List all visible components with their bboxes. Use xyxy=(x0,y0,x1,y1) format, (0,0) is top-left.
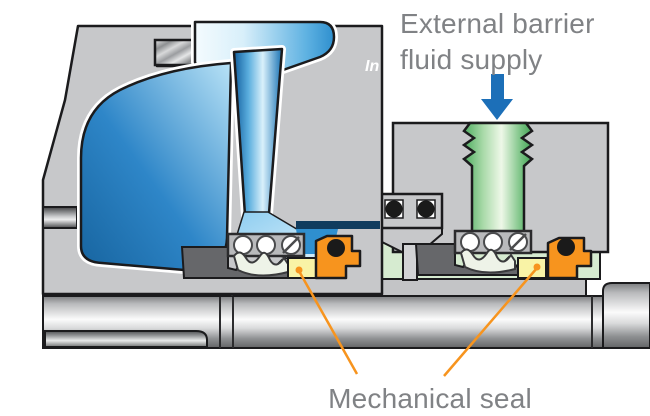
seal-collar xyxy=(402,243,418,281)
inboard-mechanical-seal xyxy=(180,232,362,280)
seal-bellows xyxy=(459,248,516,274)
shaft-end-step xyxy=(602,282,650,349)
o-ring xyxy=(385,200,403,218)
spring-pin xyxy=(282,236,300,254)
barrier-supply-label: External barrier fluid supply xyxy=(400,6,595,78)
barrier-supply-label-line2: fluid supply xyxy=(400,44,543,75)
outboard-mechanical-seal xyxy=(402,229,593,281)
seal-clamp xyxy=(314,234,362,280)
gland-flange xyxy=(376,192,444,230)
process-fluid xyxy=(77,18,380,276)
seal-spring xyxy=(483,232,503,252)
seal-spring xyxy=(256,235,276,255)
o-ring xyxy=(557,238,575,256)
pump-shaft xyxy=(42,282,650,349)
barrier-supply-label-line1: External barrier xyxy=(400,8,595,39)
shaft-stub xyxy=(42,206,78,229)
mechanical-seal-label: Mechanical seal xyxy=(328,383,532,414)
leader-lines xyxy=(295,263,541,377)
leader-line-left xyxy=(297,270,359,375)
down-arrow-icon xyxy=(481,74,513,120)
shaft-keyway xyxy=(44,330,208,348)
barrier-fluid-port xyxy=(461,121,535,234)
leader-line-right xyxy=(443,267,538,377)
seal-bellows xyxy=(232,251,289,277)
seal-spring xyxy=(460,232,480,252)
fluid-gap-passage xyxy=(296,221,380,229)
spring-pin xyxy=(509,233,527,251)
o-ring xyxy=(327,239,345,257)
o-ring xyxy=(417,200,435,218)
watermark-fragment: In xyxy=(365,58,380,75)
seal-spring xyxy=(233,235,253,255)
seal-face xyxy=(517,257,547,279)
